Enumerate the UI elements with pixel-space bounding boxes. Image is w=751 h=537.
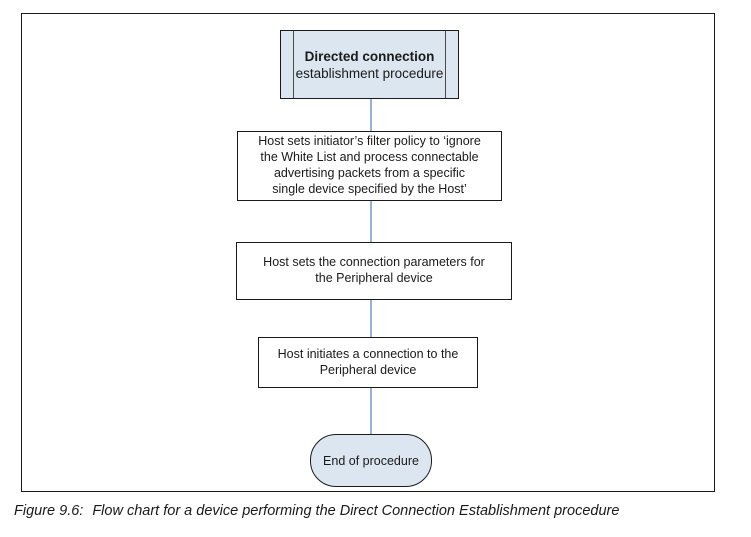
process-step-initiate-connection: Host initiates a connection to the Perip… bbox=[258, 337, 478, 388]
end-node: End of procedure bbox=[310, 434, 432, 487]
process-step-text-line: single device specified by the Host’ bbox=[272, 181, 467, 196]
start-node-left-bar bbox=[293, 31, 295, 98]
end-node-label: End of procedure bbox=[323, 453, 419, 468]
figure-caption-label: Figure 9.6: bbox=[14, 503, 84, 519]
process-step-text-line: the White List and process connectable bbox=[260, 150, 479, 165]
process-step-connection-parameters: Host sets the connection parameters for … bbox=[236, 242, 512, 300]
start-node-right-bar bbox=[444, 31, 446, 98]
process-step-text-line: the Peripheral device bbox=[315, 271, 433, 285]
start-node-subtitle: establishment procedure bbox=[295, 65, 444, 81]
process-step-text-line: Host sets the connection parameters for bbox=[263, 255, 485, 270]
figure-caption: Figure 9.6: Flow chart for a device perfo… bbox=[14, 503, 619, 519]
figure-caption-text: Flow chart for a device performing the D… bbox=[92, 503, 620, 519]
process-step-text-line: advertising packets from a specific bbox=[273, 166, 466, 180]
process-step-text-line: Peripheral device bbox=[319, 362, 417, 377]
process-step-text-line: Host initiates a connection to the bbox=[277, 346, 459, 361]
start-node-title: Directed connection bbox=[304, 48, 435, 64]
process-step-text-line: Host sets initiator’s filter policy to ‘… bbox=[258, 134, 481, 149]
process-step-filter-policy: Host sets initiator’s filter policy to ‘… bbox=[237, 131, 502, 201]
start-node: Directed connection establishment proced… bbox=[280, 30, 459, 99]
